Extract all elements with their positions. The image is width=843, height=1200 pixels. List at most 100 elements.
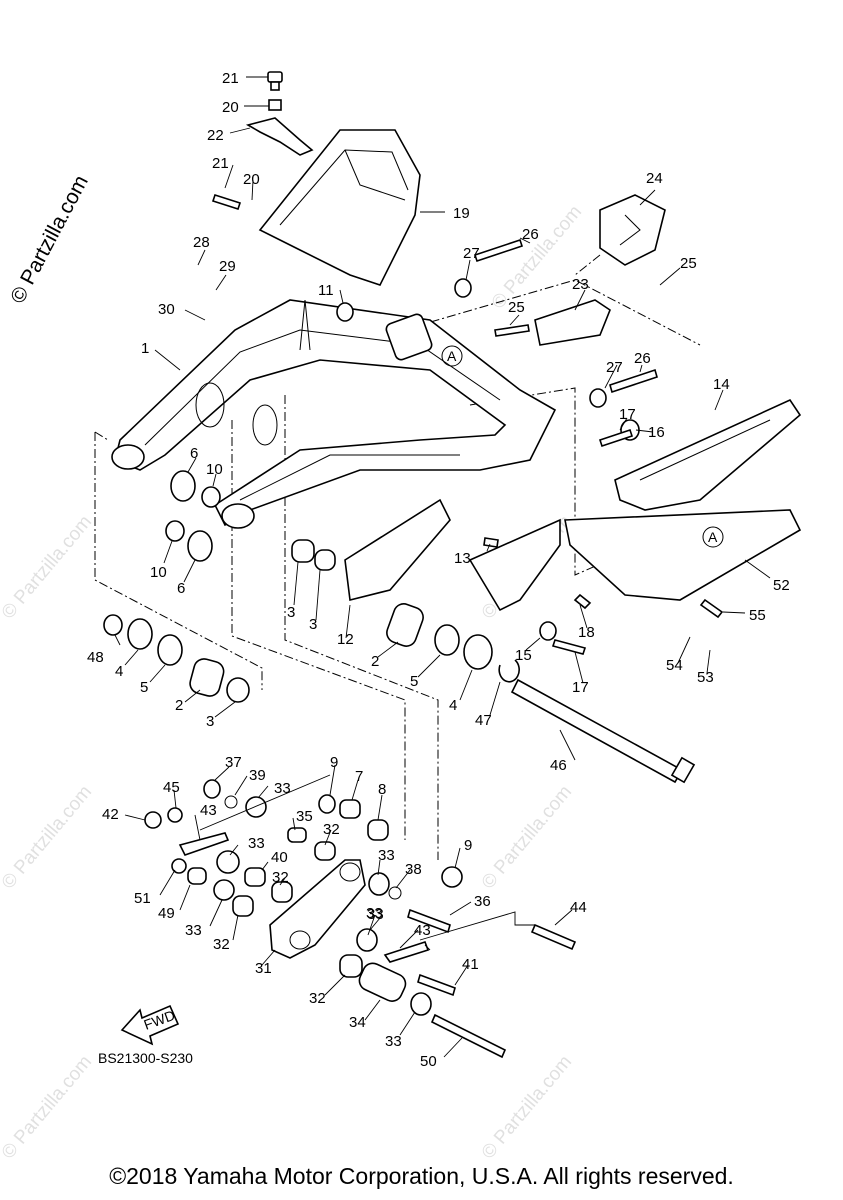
callout-label: 6 — [190, 445, 198, 462]
callout-label: 23 — [572, 276, 589, 293]
watermark: © Partzilla.com — [478, 782, 576, 894]
callout-label: 11 — [318, 282, 334, 299]
section-marker-a: A — [708, 529, 718, 545]
pivot-shaft — [510, 678, 696, 784]
callout-label: 52 — [773, 577, 790, 594]
callout-label: 9 — [330, 754, 338, 771]
callout-label: 50 — [420, 1053, 437, 1070]
callout-label: 29 — [219, 258, 236, 275]
callout-label: 27 — [606, 359, 623, 376]
callout-label: 44 — [570, 899, 587, 916]
callout-label: 25 — [680, 255, 697, 272]
leader-lines — [114, 76, 771, 1058]
callout-label: 42 — [102, 806, 119, 823]
callout-label: 43 — [200, 802, 217, 819]
callout-labels: 21 20 22 19 21 20 24 28 29 27 26 25 11 2… — [87, 70, 790, 1070]
callout-label: 1 — [141, 340, 149, 357]
callout-label: 10 — [150, 564, 167, 581]
callout-label: 33 — [274, 780, 291, 797]
section-marker-a: A — [447, 348, 457, 364]
callout-label: 2 — [175, 697, 183, 714]
callout-label: 31 — [255, 960, 272, 977]
callout-label: 32 — [323, 821, 340, 838]
callout-label: 33 — [366, 905, 383, 922]
mount-bracket — [534, 299, 611, 346]
callout-label: 3 — [309, 616, 317, 633]
section-markers: A A — [441, 345, 724, 548]
copyright-notice: ©2018 Yamaha Motor Corporation, U.S.A. A… — [109, 1163, 734, 1189]
callout-label: 19 — [453, 205, 470, 222]
bolts — [211, 193, 724, 1059]
callout-label: 49 — [158, 905, 175, 922]
callout-label: 21 — [212, 155, 229, 172]
callout-label: 33 — [378, 847, 395, 864]
callout-label: 6 — [177, 580, 185, 597]
brand-logo-text: © Partzilla.com — [6, 172, 93, 308]
callout-label: 26 — [634, 350, 651, 367]
callout-label: 3 — [287, 604, 295, 621]
callout-label: 37 — [225, 754, 242, 771]
rear-fender — [258, 129, 421, 286]
callout-label: 33 — [367, 906, 384, 923]
callout-label: 53 — [697, 669, 714, 686]
callout-label: 43 — [414, 922, 431, 939]
callout-label: 14 — [713, 376, 730, 393]
callout-label: 3 — [206, 713, 214, 730]
callout-label: 36 — [474, 893, 491, 910]
callout-label: 34 — [349, 1014, 366, 1031]
watermark: © Partzilla.com — [488, 202, 586, 314]
chain-guard — [564, 398, 802, 601]
callout-label: 45 — [163, 779, 180, 796]
callout-label: 47 — [475, 712, 492, 729]
callout-label: 13 — [454, 550, 471, 567]
callout-label: 5 — [140, 679, 148, 696]
callout-label: 32 — [272, 869, 289, 886]
callout-label: 4 — [449, 697, 457, 714]
callout-label: 27 — [463, 245, 480, 262]
callout-label: 20 — [243, 171, 260, 188]
callout-label: 33 — [185, 922, 202, 939]
callout-label: 2 — [371, 653, 379, 670]
callout-label: 5 — [410, 673, 418, 690]
bearings-and-collars — [103, 278, 640, 703]
callout-label: 22 — [207, 127, 224, 144]
callout-label: 8 — [378, 781, 386, 798]
diagram-code: BS21300-S230 — [98, 1050, 193, 1066]
callout-label: 28 — [193, 234, 210, 251]
swing-arm — [111, 299, 557, 529]
callout-label: 12 — [337, 631, 354, 648]
callout-label: 46 — [550, 757, 567, 774]
callout-label: 25 — [508, 299, 525, 316]
callout-label: 54 — [666, 657, 683, 674]
callout-label: 20 — [222, 99, 239, 116]
callout-label: 51 — [134, 890, 151, 907]
cover-plate — [599, 194, 666, 266]
callout-label: 4 — [115, 663, 123, 680]
callout-label: 7 — [355, 768, 363, 785]
callout-label: 55 — [749, 607, 766, 624]
chain-slider — [344, 498, 561, 612]
callout-label: 32 — [213, 936, 230, 953]
callout-label: 48 — [87, 649, 104, 666]
watermark: © Partzilla.com — [0, 782, 96, 894]
callout-label: 18 — [578, 624, 595, 641]
callout-label: 32 — [309, 990, 326, 1007]
watermark: © Partzilla.com — [0, 512, 96, 624]
callout-label: 10 — [206, 461, 223, 478]
callout-label: 17 — [572, 679, 589, 696]
watermark: © Partzilla.com — [0, 1052, 96, 1164]
callout-label: 21 — [222, 70, 239, 87]
fender-bracket — [245, 71, 314, 156]
callout-label: 40 — [271, 849, 288, 866]
watermark: © Partzilla.com — [478, 1052, 576, 1164]
callout-label: 15 — [515, 647, 532, 664]
callout-label: 9 — [464, 837, 472, 854]
callout-label: 26 — [522, 226, 539, 243]
callout-label: 17 — [619, 406, 636, 423]
callout-label: 38 — [405, 861, 422, 878]
callout-label: 35 — [296, 808, 313, 825]
callout-label: 33 — [385, 1033, 402, 1050]
callout-label: 30 — [158, 301, 175, 318]
rear-suspension-linkage — [144, 779, 463, 1016]
